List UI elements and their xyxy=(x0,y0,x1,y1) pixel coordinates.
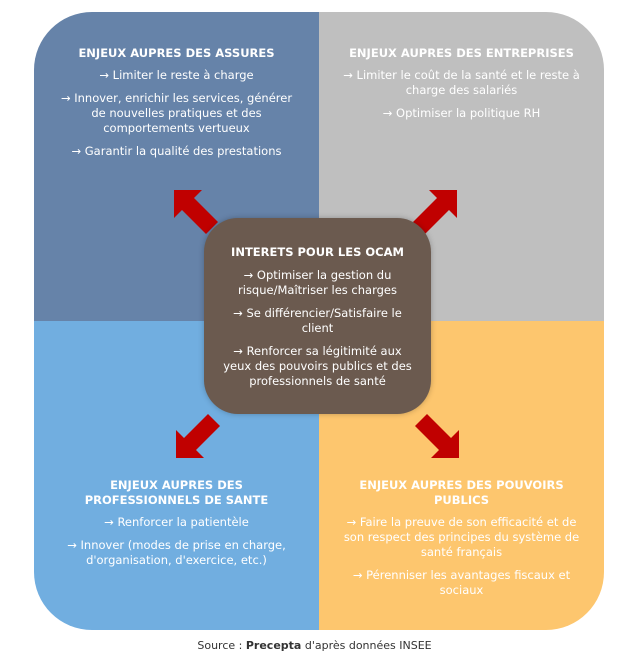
quadrant-item: → Optimiser la politique RH xyxy=(382,106,541,120)
stakes-diagram: ENJEUX AUPRES DES ASSURES → Limiter le r… xyxy=(34,12,604,630)
quadrant-title: ENJEUX AUPRES DES ENTREPRISES xyxy=(349,46,574,60)
quadrant-item: → Limiter le coût de la santé et le rest… xyxy=(343,68,580,97)
quadrant-item: → Renforcer la patientèle xyxy=(104,515,249,529)
quadrant-pouvoirs-publics: ENJEUX AUPRES DES POUVOIRS PUBLICS → Fai… xyxy=(319,321,604,630)
quadrant-assures: ENJEUX AUPRES DES ASSURES → Limiter le r… xyxy=(34,12,319,321)
center-title: INTERETS POUR LES OCAM xyxy=(231,245,404,259)
quadrant-item: → Garantir la qualité des prestations xyxy=(71,144,282,158)
arrow-up-right-icon xyxy=(413,190,457,234)
center-item: → Optimiser la gestion du risque/Maîtris… xyxy=(238,268,397,297)
quadrant-item: → Faire la preuve de son efficacité et d… xyxy=(343,515,580,559)
center-item: → Se différencier/Satisfaire le client xyxy=(233,306,402,335)
quadrant-title: ENJEUX AUPRES DES ASSURES xyxy=(78,46,275,60)
source-suffix: d'après données INSEE xyxy=(301,639,432,652)
arrow-down-right-icon xyxy=(415,414,459,458)
source-prefix: Source : xyxy=(197,639,246,652)
center-ocam-box: INTERETS POUR LES OCAM → Optimiser la ge… xyxy=(204,218,431,414)
quadrant-item: → Limiter le reste à charge xyxy=(99,68,254,82)
quadrant-title: ENJEUX AUPRES DES POUVOIRS PUBLICS xyxy=(359,478,564,507)
quadrant-item: → Pérenniser les avantages fiscaux et so… xyxy=(352,568,571,597)
quadrant-item: → Innover (modes de prise en charge, d'o… xyxy=(67,538,286,567)
source-caption: Source : Precepta d'après données INSEE xyxy=(0,639,629,652)
quadrant-title: ENJEUX AUPRES DES PROFESSIONNELS DE SANT… xyxy=(84,478,269,507)
quadrant-item: → Innover, enrichir les services, génére… xyxy=(60,91,293,135)
source-bold: Precepta xyxy=(245,639,302,652)
arrow-up-left-icon xyxy=(174,190,218,234)
arrow-down-left-icon xyxy=(176,414,220,458)
center-item: → Renforcer sa légitimité aux yeux des p… xyxy=(223,344,412,388)
